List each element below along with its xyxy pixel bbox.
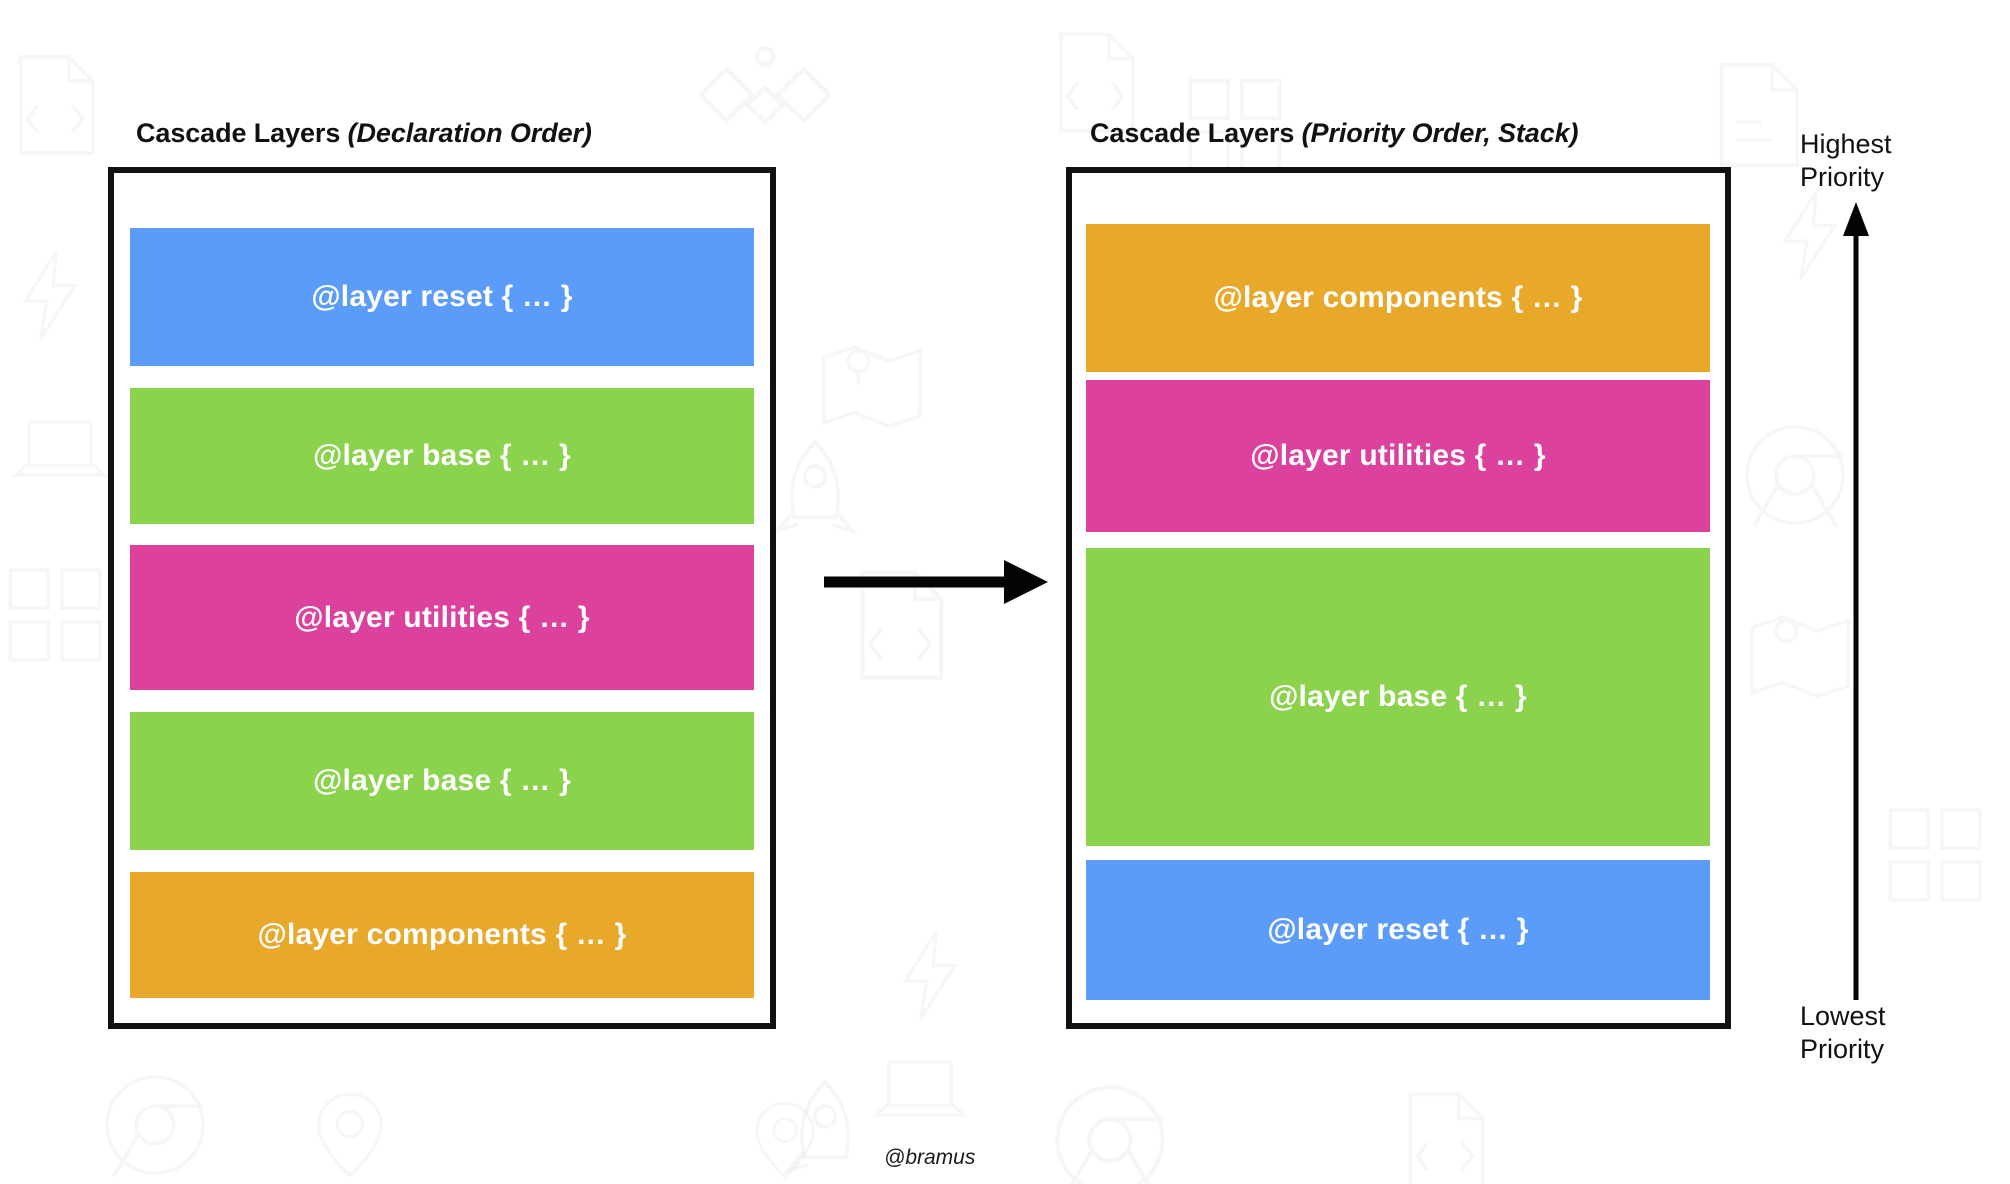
author-credit: @bramus [884,1146,976,1169]
left-panel-title: Cascade Layers (Declaration Order) [136,118,592,149]
watermark-map-pin-icon [300,1080,400,1184]
right-layer-label-utilities: @layer utilities { … } [1250,439,1546,472]
left-layer-block-base-1[interactable]: @layer base { … } [130,388,754,524]
watermark-chrome-icon [100,1070,210,1180]
right-layer-block-base[interactable]: @layer base { … } [1086,548,1710,846]
right-layer-label-components: @layer components { … } [1213,281,1583,314]
right-panel-title: Cascade Layers (Priority Order, Stack) [1090,118,1579,149]
watermark-map-pin-icon [740,1090,830,1184]
watermark-satellite-icon [700,40,830,170]
left-layer-block-utilities[interactable]: @layer utilities { … } [130,545,754,690]
right-panel-title-main: Cascade Layers [1090,118,1302,148]
left-panel-title-main: Cascade Layers [136,118,348,148]
transform-arrow-icon [824,560,1048,604]
watermark-code-icon [1390,1080,1500,1184]
right-layer-block-utilities[interactable]: @layer utilities { … } [1086,380,1710,532]
watermark-code-icon [0,40,110,170]
left-layer-block-reset[interactable]: @layer reset { … } [130,228,754,366]
lowest-priority-label: Lowest Priority [1800,1001,1886,1064]
highest-priority-label: Highest Priority [1800,129,1892,192]
priority-arrow-icon [1843,202,1869,1000]
right-layer-block-reset[interactable]: @layer reset { … } [1086,860,1710,1000]
watermark-grid-icon [1880,800,1990,910]
watermark-rocket-icon [770,1070,880,1184]
left-layer-block-base-2[interactable]: @layer base { … } [130,712,754,850]
watermark-grid-icon [0,560,110,670]
watermark-laptop-icon [0,400,120,500]
right-layer-label-base: @layer base { … } [1269,680,1527,713]
right-panel-title-italic: (Priority Order, Stack) [1301,118,1579,148]
left-layer-label-base-2: @layer base { … } [313,764,571,797]
left-layer-label-utilities: @layer utilities { … } [294,600,590,634]
watermark-chrome-icon [1050,1080,1170,1184]
left-layer-label-base-1: @layer base { … } [313,439,571,472]
right-layer-label-reset: @layer reset { … } [1267,913,1529,946]
left-layer-label-reset: @layer reset { … } [311,280,573,313]
right-layer-block-components[interactable]: @layer components { … } [1086,224,1710,372]
watermark-rocket-icon [760,430,870,550]
watermark-lightning-icon [880,920,980,1030]
watermark-lightning-icon [0,240,100,350]
left-panel-title-italic: (Declaration Order) [347,118,592,148]
watermark-chrome-icon [1740,420,1850,530]
left-layer-label-components: @layer components { … } [257,918,627,951]
watermark-html-icon [1700,50,1815,180]
watermark-laptop-icon [860,1040,980,1140]
left-layer-block-components[interactable]: @layer components { … } [130,872,754,998]
watermark-map-icon [812,330,932,440]
